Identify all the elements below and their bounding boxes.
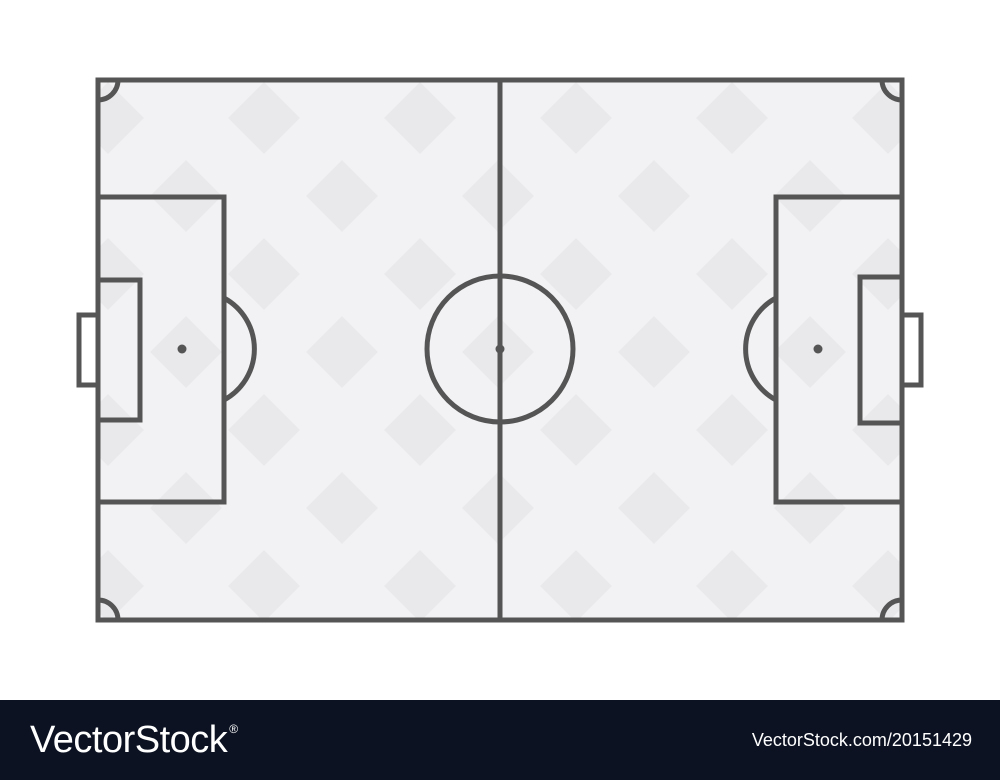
pattern-diamond [696, 238, 768, 310]
pattern-diamond [228, 82, 300, 154]
pattern-diamond [696, 82, 768, 154]
pattern-diamond [618, 472, 690, 544]
pattern-diamond [228, 238, 300, 310]
pitch-diamond-pattern [98, 82, 1000, 700]
pattern-diamond [618, 628, 690, 700]
pattern-diamond [852, 82, 902, 154]
vectorstock-logo: VectorStock ® [30, 721, 238, 759]
pattern-diamond [306, 316, 378, 388]
field-area [76, 77, 1000, 700]
right-goal [899, 312, 924, 388]
corner-arc-bottom-right [879, 597, 903, 621]
pattern-diamond [618, 160, 690, 232]
image-id-text: VectorStock.com/20151429 [751, 729, 972, 750]
pattern-diamond [696, 550, 768, 620]
left-penalty-arc [222, 295, 257, 403]
logo-text: VectorStock [30, 719, 228, 761]
pattern-diamond [384, 82, 456, 154]
pattern-diamond [540, 550, 612, 620]
corner-arc-top-right [879, 79, 903, 103]
pattern-diamond [150, 316, 222, 388]
right-penalty-spot [813, 344, 823, 354]
pattern-diamond [98, 82, 144, 154]
right-penalty-arc [743, 295, 778, 403]
pattern-diamond [540, 394, 612, 466]
pattern-diamond [618, 316, 690, 388]
pattern-diamond [930, 316, 1000, 388]
pitch-spots [177, 344, 823, 354]
pattern-diamond [228, 550, 300, 620]
pattern-diamond [852, 238, 902, 310]
pattern-diamond [98, 238, 144, 310]
corner-arc-top-left [97, 79, 121, 103]
pattern-diamond [384, 238, 456, 310]
pattern-diamond [150, 628, 222, 700]
left-penalty-spot [177, 344, 187, 354]
pattern-diamond [774, 472, 846, 544]
soccer-pitch-diagram [76, 77, 1000, 700]
trademark-symbol: ® [229, 722, 238, 736]
pattern-diamond [696, 394, 768, 466]
pattern-diamond [540, 238, 612, 310]
pattern-diamond [774, 316, 846, 388]
center-spot [495, 344, 505, 354]
pattern-diamond [306, 628, 378, 700]
pattern-diamond [774, 628, 846, 700]
pattern-diamond [306, 472, 378, 544]
pattern-diamond [540, 82, 612, 154]
watermark-footer-bar: VectorStock ® VectorStock.com/20151429 [0, 700, 1000, 780]
pattern-diamond [462, 628, 534, 700]
pattern-diamond [930, 160, 1000, 232]
left-goal [76, 312, 101, 388]
center-circle [424, 273, 576, 425]
pattern-diamond [98, 394, 144, 466]
pattern-diamond [384, 394, 456, 466]
corner-arc-bottom-left [97, 597, 121, 621]
pattern-diamond [150, 472, 222, 544]
pattern-diamond [384, 550, 456, 620]
pattern-diamond [228, 394, 300, 466]
pattern-diamond [930, 472, 1000, 544]
pattern-diamond [930, 628, 1000, 700]
pattern-diamond [852, 394, 902, 466]
pattern-diamond [306, 160, 378, 232]
